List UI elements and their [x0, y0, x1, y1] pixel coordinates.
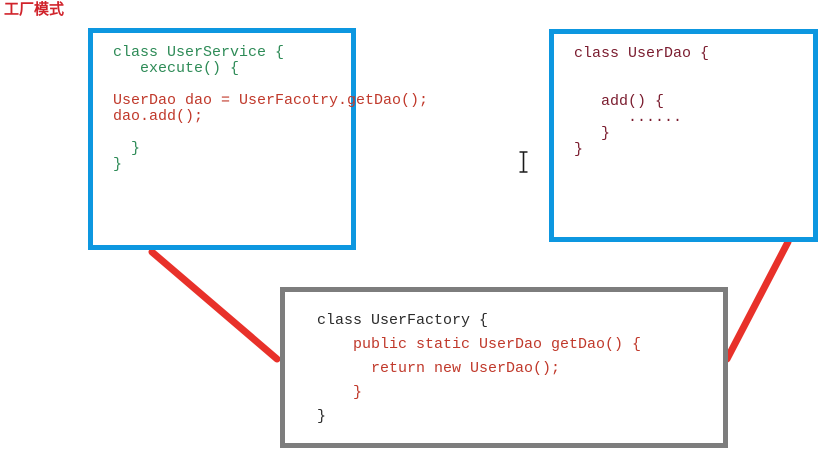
code-line [574, 78, 709, 94]
code-line: execute() { [113, 60, 240, 77]
user-factory-box[interactable]: class UserFactory { public static UserDa… [280, 287, 728, 448]
code-line: add() { [574, 93, 665, 110]
user-service-box[interactable]: class UserService { execute() { UserDao … [88, 28, 428, 250]
code-line: } [317, 384, 363, 401]
user-service-code: class UserService { execute() { UserDao … [113, 45, 428, 173]
code-line: ...... [574, 109, 683, 126]
code-line: dao.add(); [113, 108, 204, 125]
user-dao-code: class UserDao { add() { ...... }} [574, 46, 709, 158]
page-title: 工厂模式 [4, 1, 65, 18]
dao-to-factory-line [723, 238, 792, 363]
code-line: } [574, 141, 584, 158]
user-dao-box[interactable]: class UserDao { add() { ...... }} [549, 29, 818, 242]
code-line: } [574, 125, 611, 142]
code-line: class UserService { [113, 44, 285, 61]
text-cursor-icon [519, 151, 528, 173]
user-factory-code: class UserFactory { public static UserDa… [317, 309, 641, 429]
code-line: public static UserDao getDao() { [317, 336, 642, 353]
code-line: UserDao dao = UserFacotry.getDao(); [113, 92, 429, 109]
code-line: class UserDao { [574, 45, 710, 62]
code-line: } [113, 140, 141, 157]
code-line [113, 77, 428, 93]
code-line [113, 125, 428, 141]
code-line: return new UserDao(); [317, 360, 561, 377]
service-to-factory-line [148, 248, 281, 363]
code-line: class UserFactory { [317, 312, 489, 329]
code-line [574, 62, 709, 78]
code-line: } [113, 156, 123, 173]
code-line: } [317, 408, 327, 425]
